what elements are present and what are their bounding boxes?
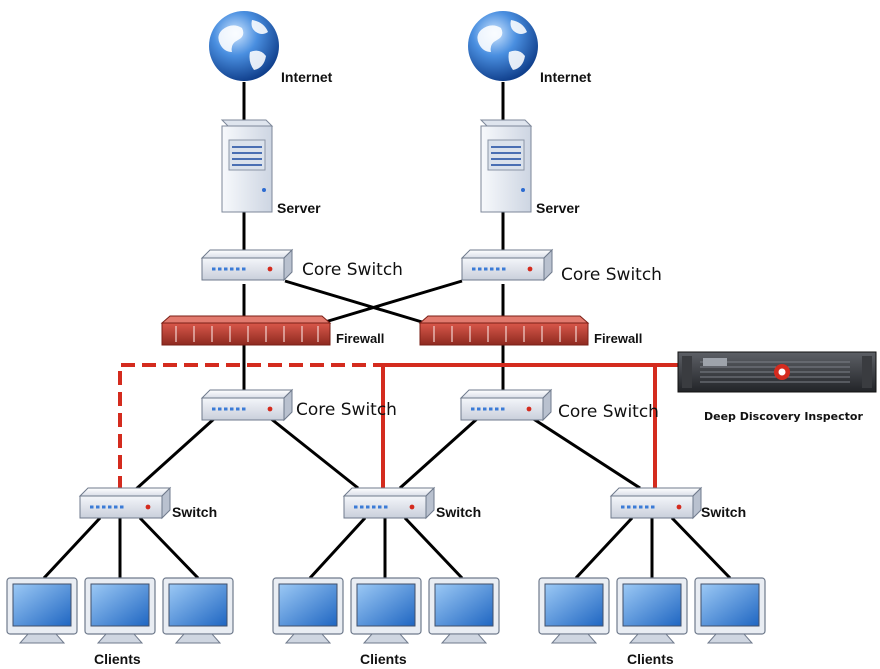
internet-label: Internet [281,69,333,85]
firewall-icon [418,315,590,346]
link-cross-left-to-right [284,279,433,327]
link-core-to-switch-left [133,416,217,492]
switch-label: Switch [172,504,218,520]
firewall-label: Firewall [594,331,643,346]
server-icon [479,119,533,213]
link-cross-right-to-left [314,279,463,327]
monitor-icon [162,577,234,644]
clients-label: Clients [94,651,141,667]
switch-label: Switch [436,504,482,520]
monitor-links [118,363,682,490]
network-links [42,82,732,580]
switch-icon [200,248,294,282]
firewall-label: Firewall [336,331,385,346]
appliance-label: Deep Discovery Inspector [704,410,863,423]
monitor-link-dashed [118,363,383,490]
monitor-icon [272,577,344,644]
rack-appliance-icon [677,351,877,393]
link-switch-client [308,516,367,580]
link-switch-client [138,516,200,580]
clients-label: Clients [627,651,674,667]
switch-icon [342,486,436,520]
link-switch-client [42,516,102,580]
switch-label: Switch [701,504,747,520]
switch-icon [460,248,554,282]
link-switch-client [403,516,464,580]
core-switch-label: Core Switch [296,400,397,420]
monitor-icon [538,577,610,644]
monitor-icon [428,577,500,644]
link-switch-client [574,516,634,580]
monitor-icon [616,577,688,644]
server-label: Server [536,200,580,216]
link-switch-client [670,516,732,580]
switches-layer [78,248,703,520]
switch-icon [609,486,703,520]
monitor-icon [350,577,422,644]
clients-layer [6,577,766,644]
globe-icon [209,11,279,81]
monitor-icon [6,577,78,644]
monitor-link-solid [381,363,682,490]
core-switch-label: Core Switch [302,260,403,280]
link-core2-to-switch-mid [398,416,480,490]
firewall-icon [160,315,332,346]
link-core-to-switch-mid [269,416,359,490]
clients-label: Clients [360,651,407,667]
internet-label: Internet [540,69,592,85]
globe-icon [468,11,538,81]
monitor-icon [694,577,766,644]
core-switch-label: Core Switch [558,402,659,422]
link-core2-to-switch-right [531,416,641,490]
core-switch-label: Core Switch [561,265,662,285]
server-label: Server [277,200,321,216]
monitor-icon [84,577,156,644]
switch-icon [200,388,294,422]
switch-icon [78,486,172,520]
switch-icon [459,388,553,422]
server-icon [220,119,274,213]
